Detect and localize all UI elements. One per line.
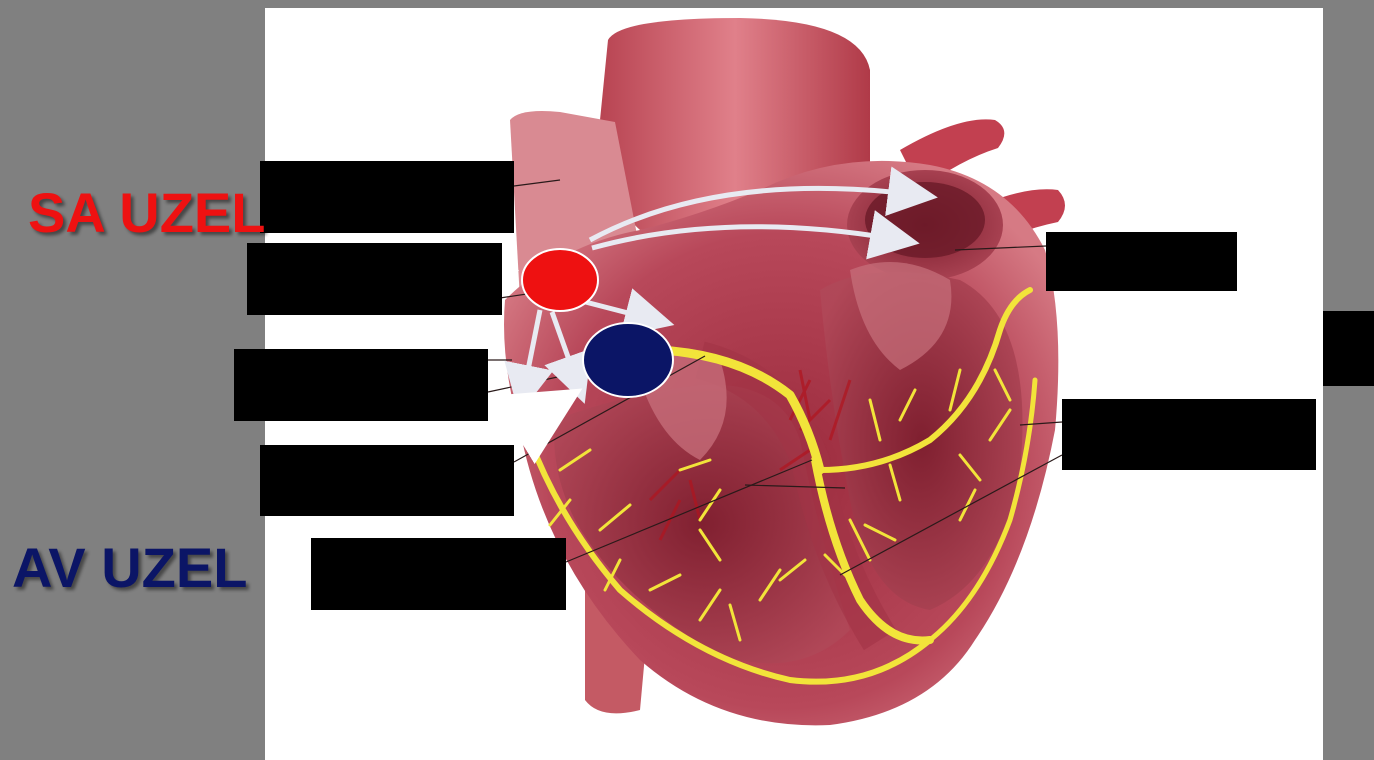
label-redaction-box <box>260 161 514 233</box>
label-redaction-box <box>260 445 514 516</box>
av-node-label: AV UZEL <box>12 535 247 600</box>
label-redaction-box <box>1323 311 1374 386</box>
sa-node <box>522 249 598 311</box>
label-redaction-box <box>247 243 502 315</box>
label-redaction-box <box>234 349 488 421</box>
av-node <box>583 323 673 397</box>
label-redaction-box <box>1062 399 1316 470</box>
sa-node-label: SA UZEL <box>28 180 265 245</box>
label-redaction-box <box>311 538 566 610</box>
label-redaction-box <box>1046 232 1237 291</box>
